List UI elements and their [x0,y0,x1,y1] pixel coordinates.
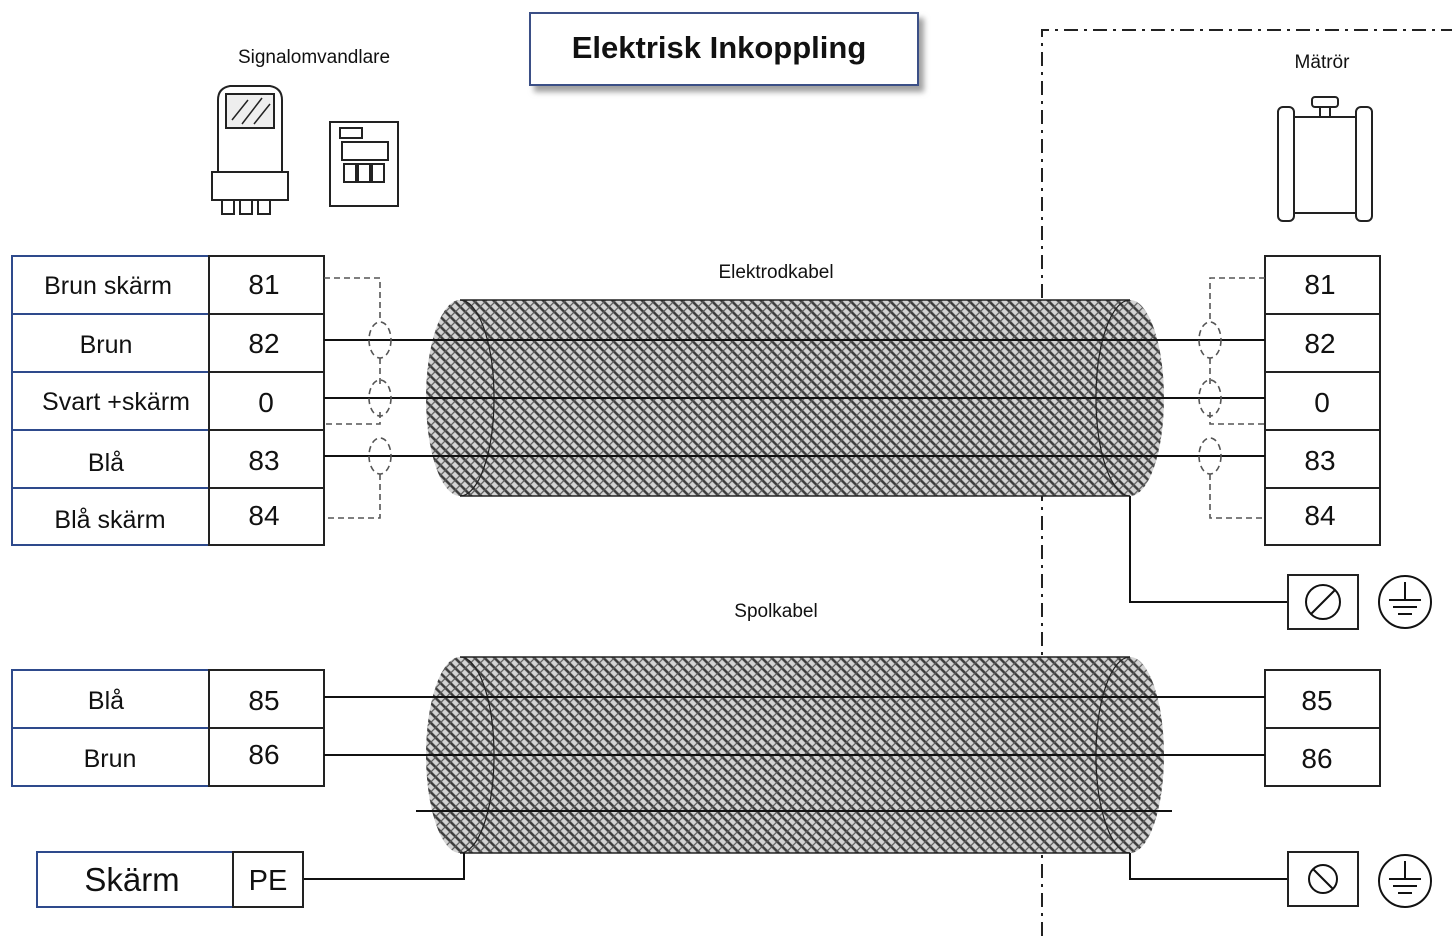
pe-label: PE [249,865,288,897]
title-box: Elektrisk Inkoppling [529,12,919,86]
wire-name: Blå [88,687,124,715]
wire-name: Blå [88,449,124,477]
terminal-number: 0 [258,387,274,418]
coil-wires [303,696,1288,880]
field-boundary-line [1041,29,1452,936]
coil-right-table: 85 86 [1264,669,1381,787]
terminal-number: 81 [248,269,279,300]
ground-icon [1378,854,1432,908]
terminal-number: 85 [1301,685,1332,716]
transmitter-housing-icon [211,85,289,215]
terminal-number: 86 [248,739,279,770]
terminal-number: 85 [248,685,279,716]
terminal-number: 82 [248,328,279,359]
terminal-number: 84 [1304,500,1335,531]
electrode-wires [324,277,1288,603]
electrode-right-table: 81 82 0 83 84 [1264,255,1381,546]
electrode-left-table: Brun skärm Brun Svart +skärm Blå Blå skä… [11,255,325,546]
terminal-number: 84 [248,500,279,531]
coil-left-table: Blå Brun 85 86 [11,669,325,787]
screw-icon [1308,864,1338,894]
shield-label: Skärm [84,861,179,898]
flow-tube-icon [1277,96,1373,222]
ground-icon [1378,575,1432,629]
wire-name: Brun [84,745,137,773]
electrode-cable-label: Elektrodkabel [718,262,833,283]
wall-converter-icon [329,121,399,207]
wire-name: Svart +skärm [42,388,190,416]
terminal-number: 81 [1304,269,1335,300]
wire-name: Brun [80,331,133,359]
terminal-number: 82 [1304,328,1335,359]
terminal-number: 83 [1304,445,1335,476]
terminal-number: 0 [1314,387,1330,418]
page-title: Elektrisk Inkoppling [572,30,867,65]
screw-icon [1305,584,1341,620]
coil-cable-label: Spolkabel [734,601,817,622]
wire-name: Blå skärm [54,506,165,534]
shield-pe-terminal: Skärm PE [36,851,304,908]
terminal-number: 86 [1301,743,1332,774]
flow-tube-label: Mätrör [1295,52,1351,73]
signal-converter-label: Signalomvandlare [238,47,390,68]
terminal-number: 83 [248,445,279,476]
ground-terminal-upper [1287,574,1432,630]
wire-name: Brun skärm [44,272,172,300]
ground-terminal-lower [1287,851,1432,908]
